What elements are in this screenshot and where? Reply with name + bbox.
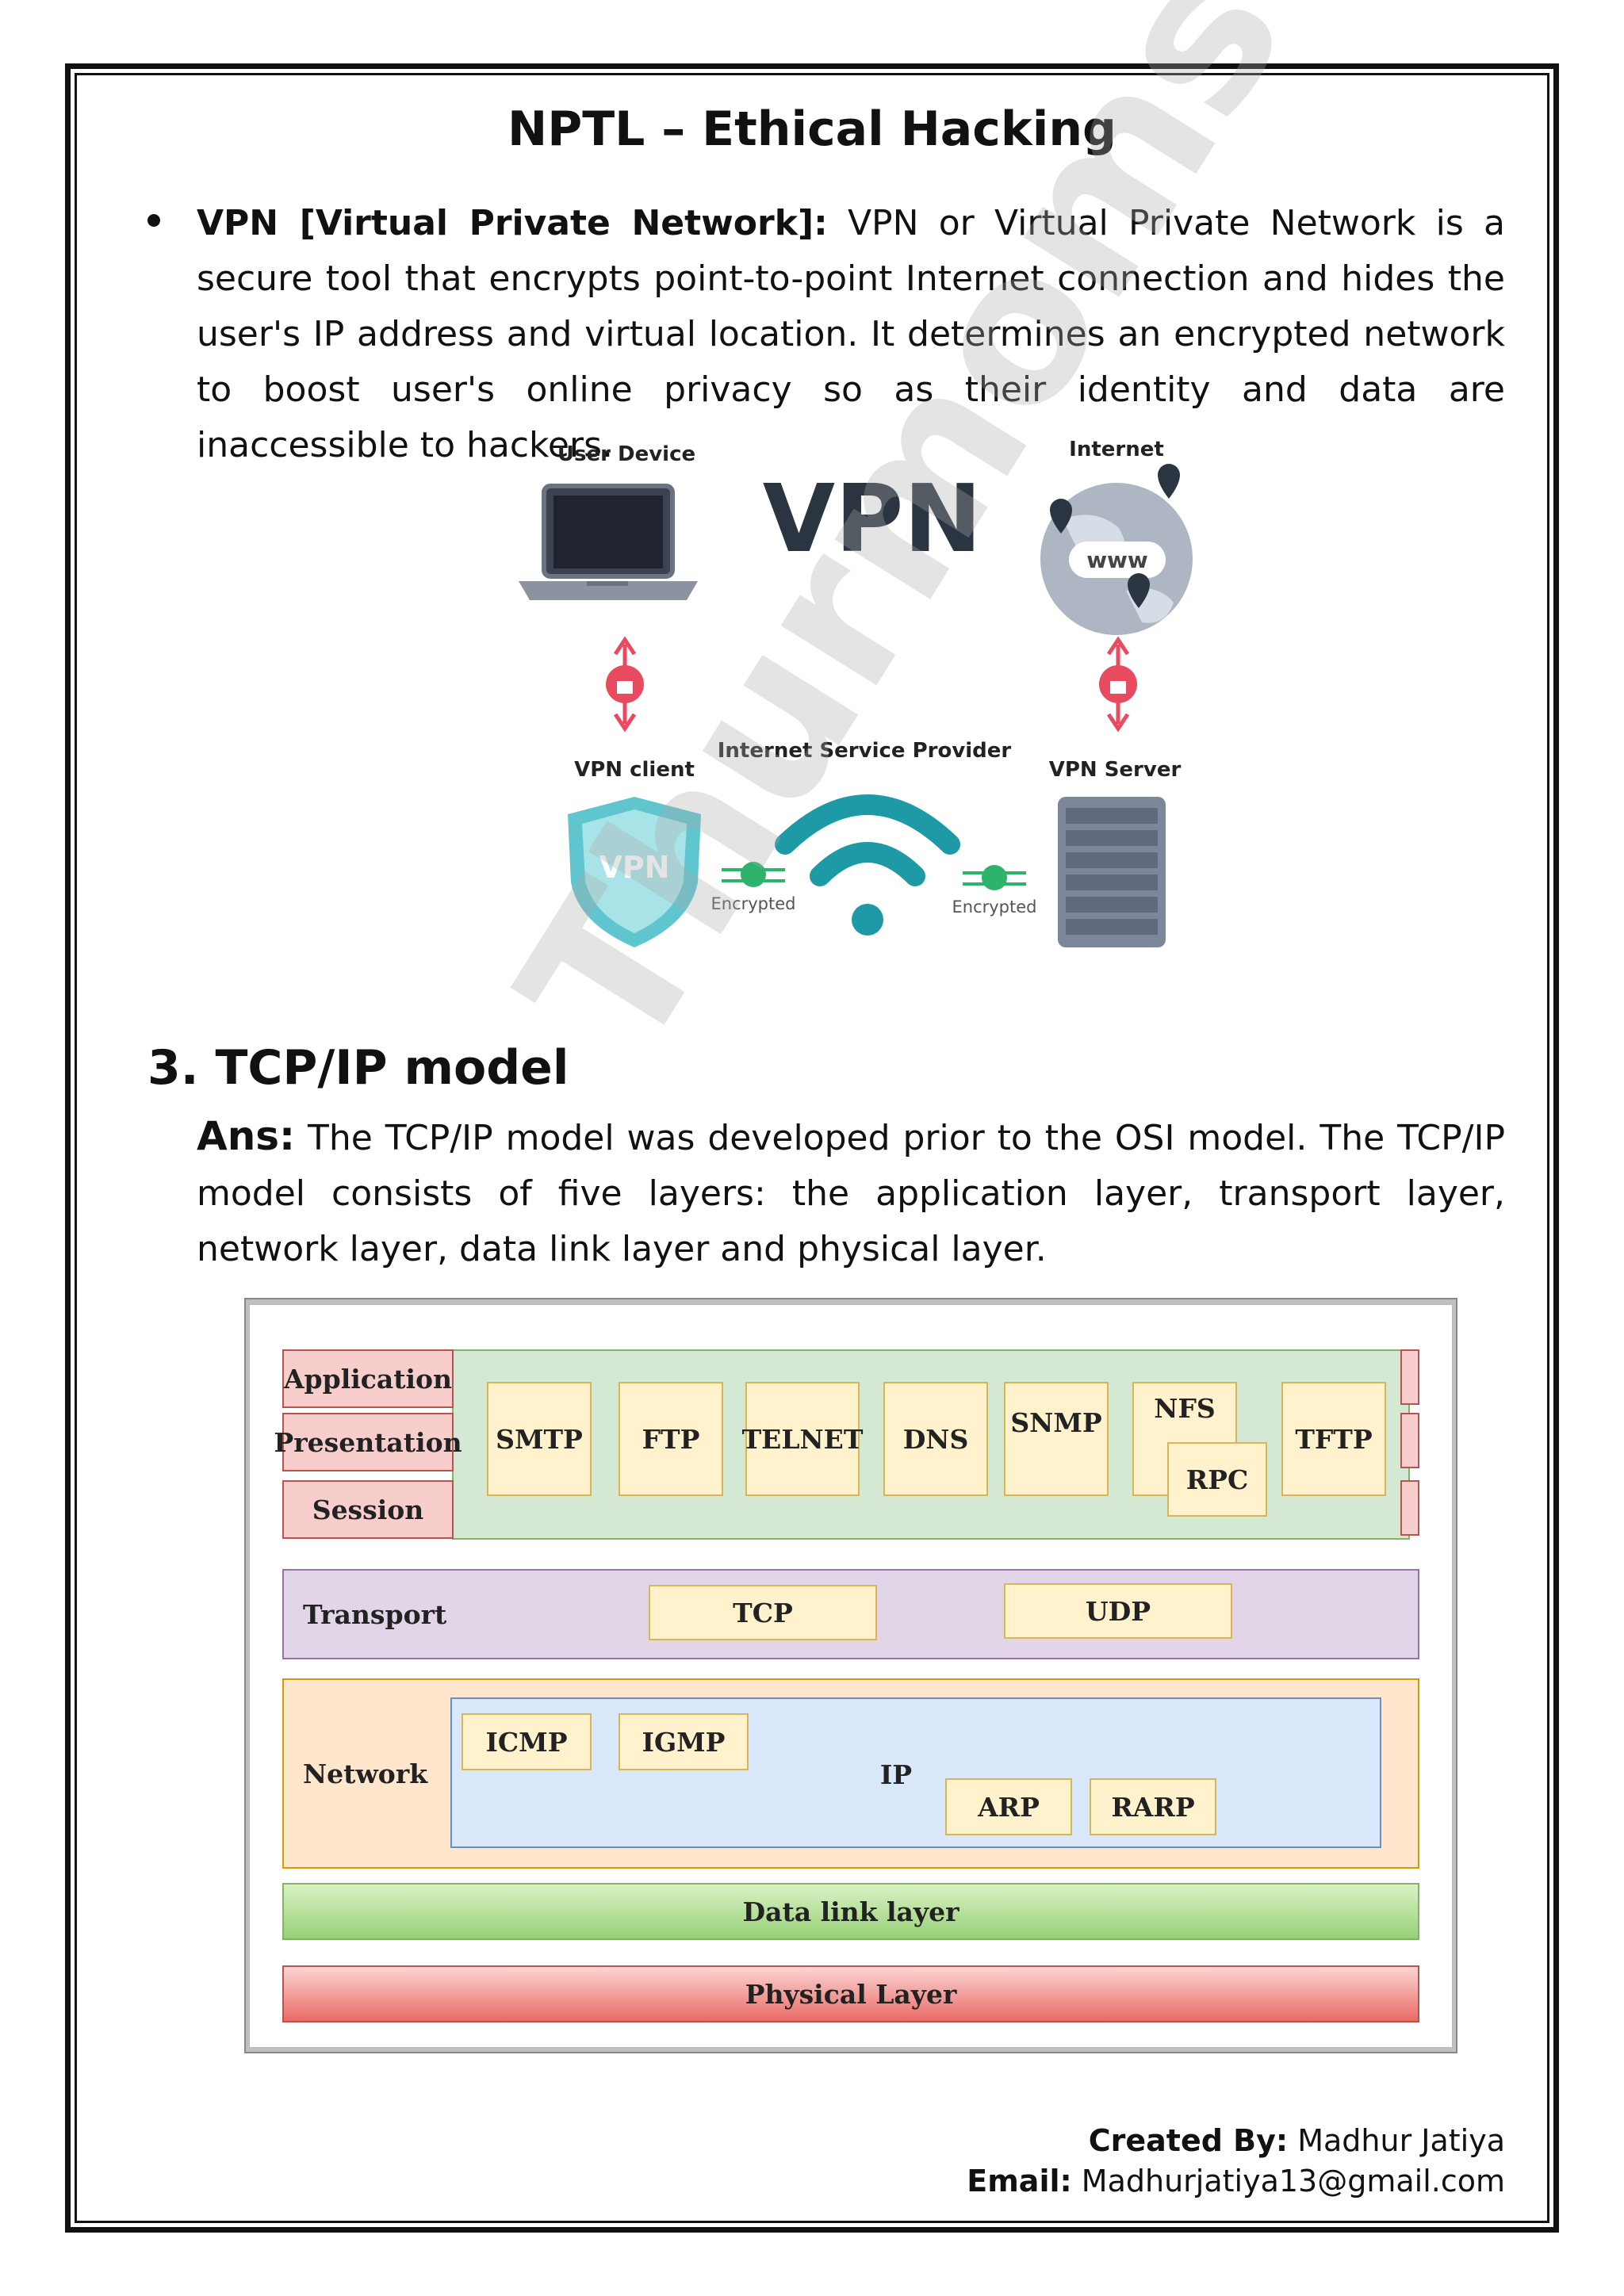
tcp-ip-diagram: Application Presentation Session SMTP FT… bbox=[244, 1298, 1457, 2053]
created-label: Created By: bbox=[1088, 2123, 1289, 2158]
server-icon bbox=[1058, 797, 1166, 947]
encrypted-label-right: Encrypted bbox=[952, 897, 1037, 916]
protocol-ip: IP bbox=[879, 1758, 913, 1790]
encrypted-label-left: Encrypted bbox=[711, 894, 796, 913]
vpn-server-label: VPN Server bbox=[1049, 758, 1182, 782]
protocol-icmp: ICMP bbox=[462, 1713, 592, 1770]
vpn-heading: VPN bbox=[763, 464, 982, 573]
footer-created: Created By: Madhur Jatiya bbox=[1089, 2123, 1505, 2158]
isp-label: Internet Service Provider bbox=[718, 739, 1012, 763]
laptop-icon bbox=[519, 484, 698, 600]
layer-stub bbox=[1400, 1349, 1419, 1405]
created-name: Madhur Jatiya bbox=[1297, 2123, 1505, 2158]
protocol-tftp: TFTP bbox=[1281, 1382, 1386, 1496]
ans-label: Ans: bbox=[197, 1113, 296, 1159]
section-title: 3. TCP/IP model bbox=[147, 1040, 569, 1096]
vpn-paragraph: VPN [Virtual Private Network]: VPN or Vi… bbox=[197, 196, 1505, 473]
tcp-text: The TCP/IP model was developed prior to … bbox=[197, 1118, 1505, 1269]
layer-session: Session bbox=[282, 1480, 454, 1539]
encrypted-lock-icon bbox=[722, 862, 785, 887]
user-device-label: User Device bbox=[557, 442, 695, 466]
bullet-dot bbox=[147, 214, 160, 227]
protocol-tcp: TCP bbox=[649, 1585, 877, 1640]
protocol-smtp: SMTP bbox=[487, 1382, 592, 1496]
layer-stub bbox=[1400, 1413, 1419, 1468]
globe-icon: www bbox=[1040, 464, 1193, 635]
page-title: NPTL – Ethical Hacking bbox=[508, 101, 1116, 157]
page-border-inner bbox=[75, 73, 1549, 2223]
wifi-icon bbox=[775, 794, 960, 936]
layer-stub bbox=[1400, 1480, 1419, 1536]
protocol-ftp: FTP bbox=[619, 1382, 723, 1496]
www-label: www bbox=[1086, 547, 1148, 573]
layer-datalink: Data link layer bbox=[282, 1883, 1419, 1940]
protocol-rpc: RPC bbox=[1167, 1442, 1267, 1517]
protocol-udp: UDP bbox=[1004, 1583, 1232, 1639]
section-number: 3. bbox=[147, 1040, 199, 1096]
protocol-snmp: SNMP bbox=[1004, 1382, 1109, 1496]
protocol-rarp: RARP bbox=[1090, 1778, 1216, 1835]
protocol-arp: ARP bbox=[945, 1778, 1072, 1835]
layer-physical: Physical Layer bbox=[282, 1965, 1419, 2022]
vpn-text: VPN or Virtual Private Network is a secu… bbox=[197, 203, 1505, 465]
vpn-diagram: User Device VPN www Internet VPN client … bbox=[519, 438, 1193, 947]
layer-presentation: Presentation bbox=[274, 1413, 462, 1471]
vpn-term: VPN [Virtual Private Network]: bbox=[197, 203, 828, 243]
protocol-telnet: TELNET bbox=[742, 1382, 863, 1496]
page-border-outer bbox=[65, 63, 1559, 2233]
protocol-dns: DNS bbox=[883, 1382, 988, 1496]
internet-label: Internet bbox=[1069, 438, 1164, 461]
layer-application: Application bbox=[282, 1349, 454, 1408]
ip-group bbox=[450, 1697, 1381, 1848]
vpn-client-label: VPN client bbox=[574, 758, 695, 782]
email-address: Madhurjatiya13@gmail.com bbox=[1081, 2164, 1505, 2198]
lock-arrow-icon bbox=[606, 636, 644, 733]
email-label: Email: bbox=[967, 2164, 1072, 2198]
shield-text: VPN bbox=[599, 850, 669, 885]
footer-email: Email: Madhurjatiya13@gmail.com bbox=[967, 2164, 1505, 2198]
lock-arrow-icon bbox=[1099, 636, 1137, 733]
encrypted-lock-icon bbox=[963, 865, 1026, 890]
protocol-igmp: IGMP bbox=[619, 1713, 749, 1770]
section-heading: TCP/IP model bbox=[215, 1040, 569, 1096]
shield-icon: VPN bbox=[568, 797, 701, 947]
tcp-paragraph: Ans: The TCP/IP model was developed prio… bbox=[197, 1108, 1505, 1277]
